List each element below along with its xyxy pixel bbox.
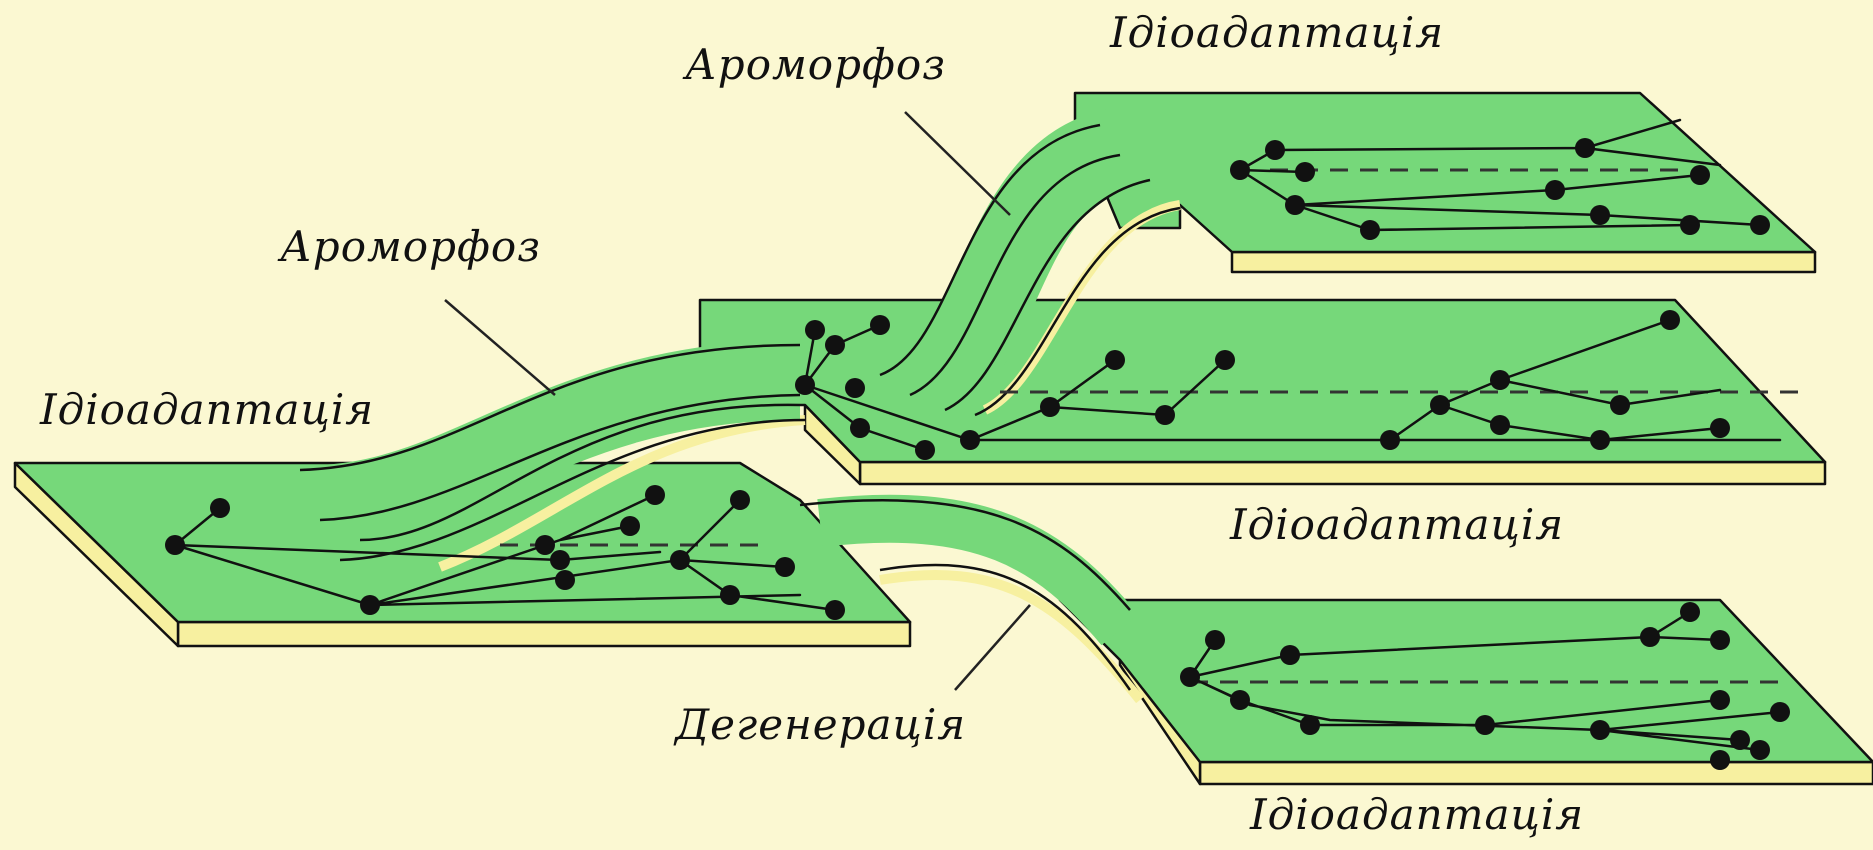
pointer-aromorphosis-upper: [905, 112, 1010, 215]
label-idioadaptation-bottom: Ідіоадаптація: [1250, 790, 1584, 839]
label-aromorphosis-lower: Ароморфоз: [280, 222, 541, 271]
label-idioadaptation-middle: Ідіоадаптація: [1230, 500, 1564, 549]
label-idioadaptation-top: Ідіоадаптація: [1110, 8, 1444, 57]
label-idioadaptation-left: Ідіоадаптація: [40, 385, 374, 434]
plate-middle: [700, 300, 1825, 484]
pointer-aromorphosis-lower: [445, 300, 555, 395]
pointer-degeneration: [955, 605, 1030, 690]
label-aromorphosis-upper: Ароморфоз: [685, 40, 946, 89]
label-degeneration: Дегенерація: [675, 700, 966, 749]
plate-bottom-right: [1060, 600, 1873, 784]
